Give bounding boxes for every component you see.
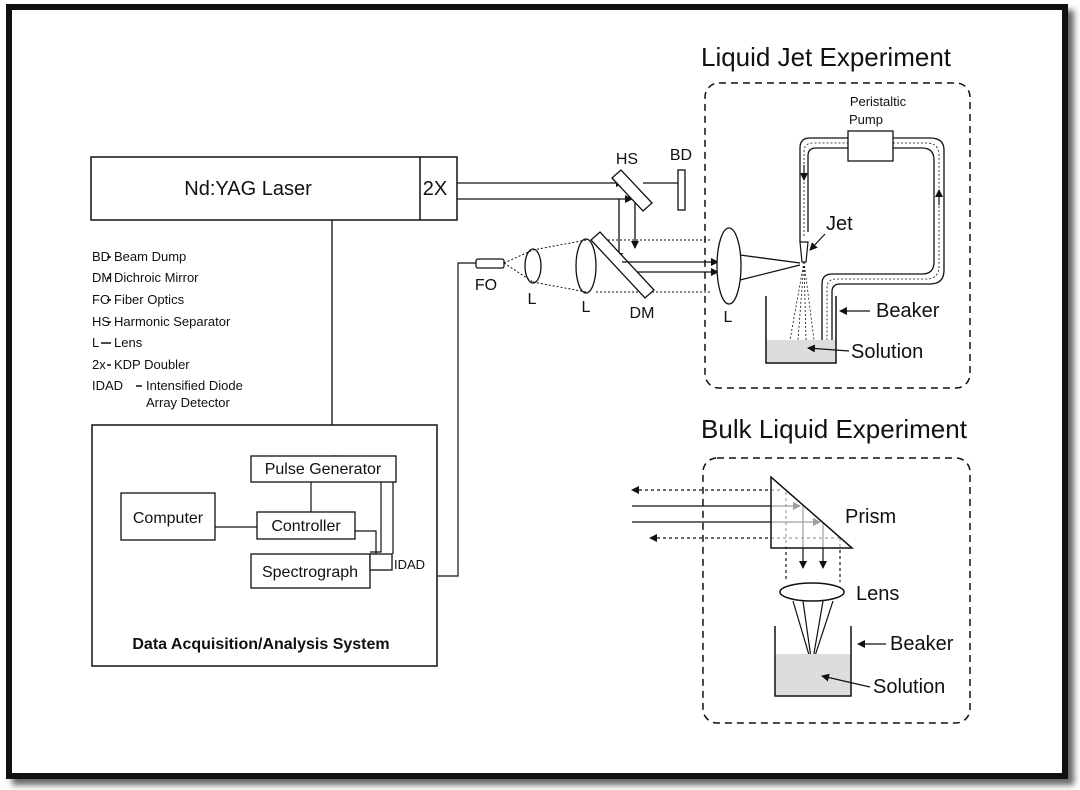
jet-beaker: Beaker Solution	[765, 296, 940, 364]
peristaltic-pump: Peristaltic Pump	[847, 94, 907, 162]
dm-label: DM	[630, 305, 655, 322]
legend-desc: KDP Doubler	[114, 357, 190, 372]
l3-label: L	[724, 309, 733, 326]
pulse-generator-box: Pulse Generator	[250, 455, 397, 483]
controller-box: Controller	[256, 511, 356, 540]
peristaltic-label: Peristaltic	[850, 94, 907, 109]
legend-abbr: IDAD	[92, 378, 123, 393]
laser-label: Nd:YAG Laser	[184, 178, 312, 200]
hs-label: HS	[616, 151, 638, 168]
bd-label: BD	[670, 147, 692, 164]
daq-title: Data Acquisition/Analysis System	[132, 636, 389, 653]
l2-label: L	[582, 299, 591, 316]
jet-loop	[799, 137, 945, 342]
fiber-optic: FO	[475, 258, 505, 294]
bulk-liquid-title: Bulk Liquid Experiment	[701, 414, 968, 444]
laser-beams	[457, 179, 680, 261]
harmonic-separator: HS	[611, 151, 653, 212]
dichroic-mirror: DM	[590, 231, 655, 322]
bulk-beaker-label: Beaker	[890, 633, 954, 655]
jet-beaker-label: Beaker	[876, 300, 940, 322]
abbreviation-legend: BD Beam Dump DM Dichroic Mirror FO Fiber…	[92, 249, 243, 410]
jet-label: Jet	[826, 213, 853, 235]
legend-desc: Array Detector	[146, 395, 230, 410]
legend-abbr: FO	[92, 292, 110, 307]
jet-solution-label: Solution	[851, 341, 923, 363]
legend-abbr: 2x	[92, 357, 106, 372]
doubler-label: 2X	[423, 178, 447, 200]
legend-desc: Intensified Diode	[146, 378, 243, 393]
nd-yag-laser: Nd:YAG Laser 2X	[90, 156, 458, 221]
bulk-solution-label: Solution	[873, 676, 945, 698]
daq-wires	[215, 455, 394, 554]
idad-label: IDAD	[394, 557, 425, 572]
spectrograph-box: Spectrograph	[250, 553, 371, 589]
excitation-beams	[622, 254, 801, 281]
jet-stream: Jet	[789, 213, 853, 341]
idad-detector: IDAD	[369, 553, 425, 572]
beam-dump: BD	[670, 147, 692, 211]
controller-label: Controller	[271, 518, 341, 535]
legend-abbr: L	[92, 335, 99, 350]
legend-desc: Harmonic Separator	[114, 314, 231, 329]
legend-abbr: DM	[92, 270, 112, 285]
lens-l3: L	[716, 227, 742, 326]
spectrograph-label: Spectrograph	[262, 564, 358, 581]
fo-label: FO	[475, 277, 497, 294]
bulk-lens: Lens	[779, 582, 899, 605]
pump-label: Pump	[849, 112, 883, 127]
computer-label: Computer	[133, 510, 204, 527]
legend-desc: Dichroic Mirror	[114, 270, 199, 285]
bulk-beaker: Beaker Solution	[774, 626, 954, 698]
legend-desc: Lens	[114, 335, 143, 350]
l1-label: L	[528, 291, 537, 308]
legend-abbr: BD	[92, 249, 110, 264]
legend-desc: Beam Dump	[114, 249, 186, 264]
legend-dashes	[101, 256, 142, 387]
pulse-generator-label: Pulse Generator	[265, 461, 382, 478]
prism: Prism	[770, 475, 896, 549]
bulk-liquid-box	[702, 457, 971, 724]
collection-rays	[503, 239, 710, 293]
lens-l1: L	[524, 248, 542, 308]
computer-box: Computer	[120, 492, 216, 541]
legend-desc: Fiber Optics	[114, 292, 185, 307]
lens-l2: L	[575, 238, 597, 316]
lens-label: Lens	[856, 583, 899, 605]
legend-abbr: HS	[92, 314, 110, 329]
prism-label: Prism	[845, 506, 896, 528]
liquid-jet-title: Liquid Jet Experiment	[701, 42, 952, 72]
liquid-jet-box	[704, 82, 971, 389]
